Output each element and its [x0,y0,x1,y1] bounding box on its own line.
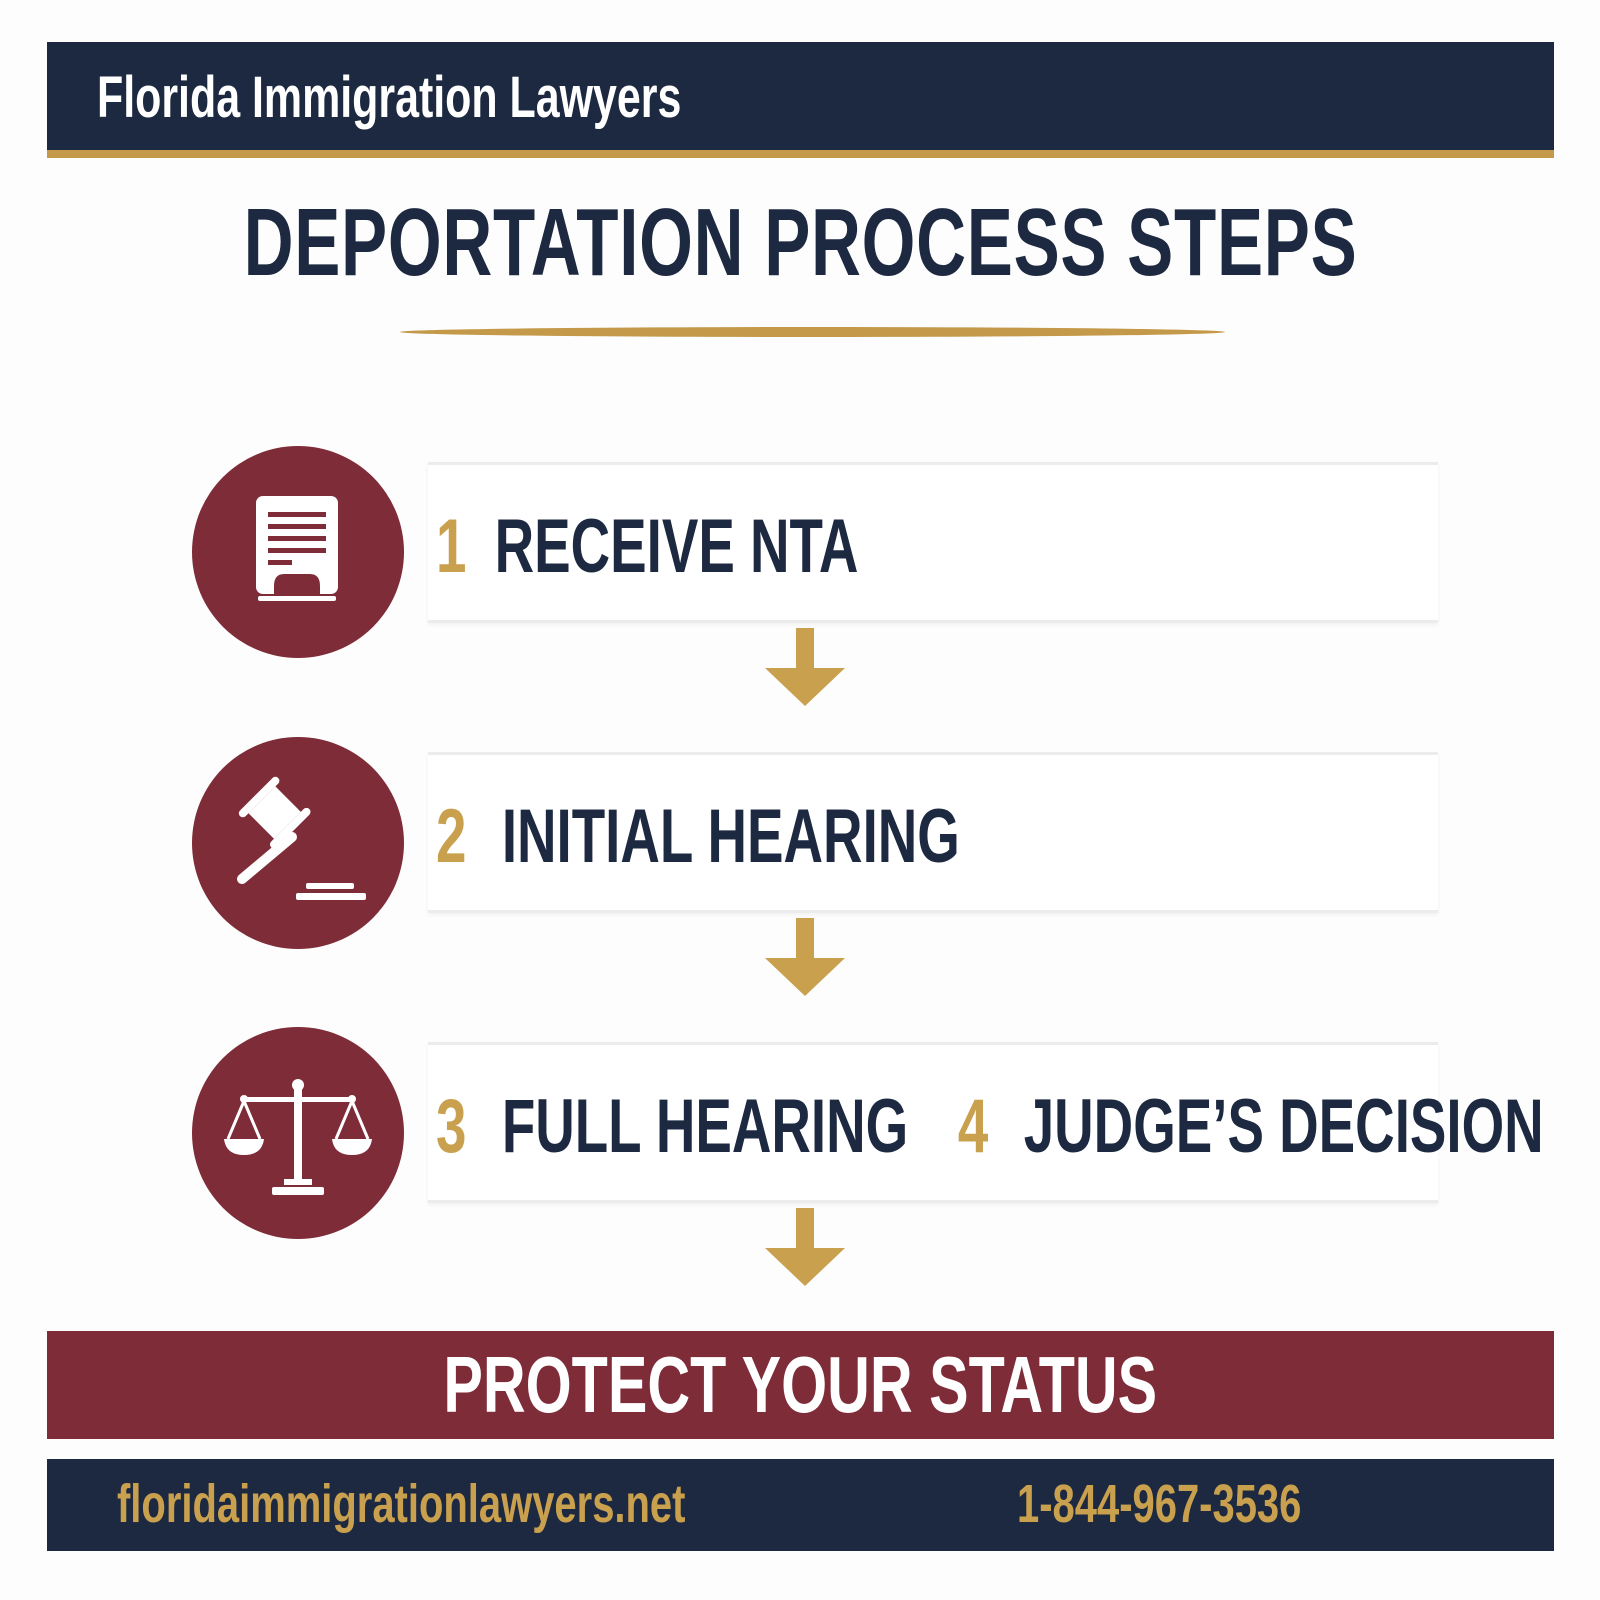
step-number: 4 [957,1084,989,1169]
step-number: 2 [436,794,467,879]
step-label: RECEIVE NTA [494,504,859,589]
step-card-3-4: 3 FULL HEARING 4 JUDGE’S DECISION [428,1042,1544,1203]
arrow-down-icon [765,628,845,706]
gavel-icon [237,776,366,900]
header-bar: Florida Immigration Lawyers [47,42,1554,158]
page-title-container: DEPORTATION PROCESS STEPS [0,188,1600,298]
step-label: JUDGE’S DECISION [1023,1084,1544,1169]
cta-label: PROTECT YOUR STATUS [443,1340,1158,1429]
step-number: 1 [436,504,467,589]
step-2-icon-circle [192,737,404,949]
document-icon [256,496,338,601]
step-label: FULL HEARING [501,1084,909,1169]
cta-banner: PROTECT YOUR STATUS [47,1331,1554,1439]
step-3-icon-circle [192,1027,404,1239]
arrow-down-icon [765,918,845,996]
scales-of-justice-icon [224,1079,372,1195]
step-card-2: 2 INITIAL HEARING [428,752,1438,913]
arrow-down-icon [765,1208,845,1286]
title-divider [400,327,1225,337]
step-label: INITIAL HEARING [501,794,960,879]
step-number: 3 [436,1084,467,1169]
website-link[interactable]: floridaimmigrationlawyers.net [117,1474,686,1534]
footer-bar: floridaimmigrationlawyers.net 1-844-967-… [47,1459,1554,1551]
phone-number[interactable]: 1-844-967-3536 [1017,1474,1302,1534]
step-card-1: 1 RECEIVE NTA [428,462,1438,623]
page-title: DEPORTATION PROCESS STEPS [243,189,1357,296]
firm-name: Florida Immigration Lawyers [97,65,682,130]
step-1-icon-circle [192,446,404,658]
